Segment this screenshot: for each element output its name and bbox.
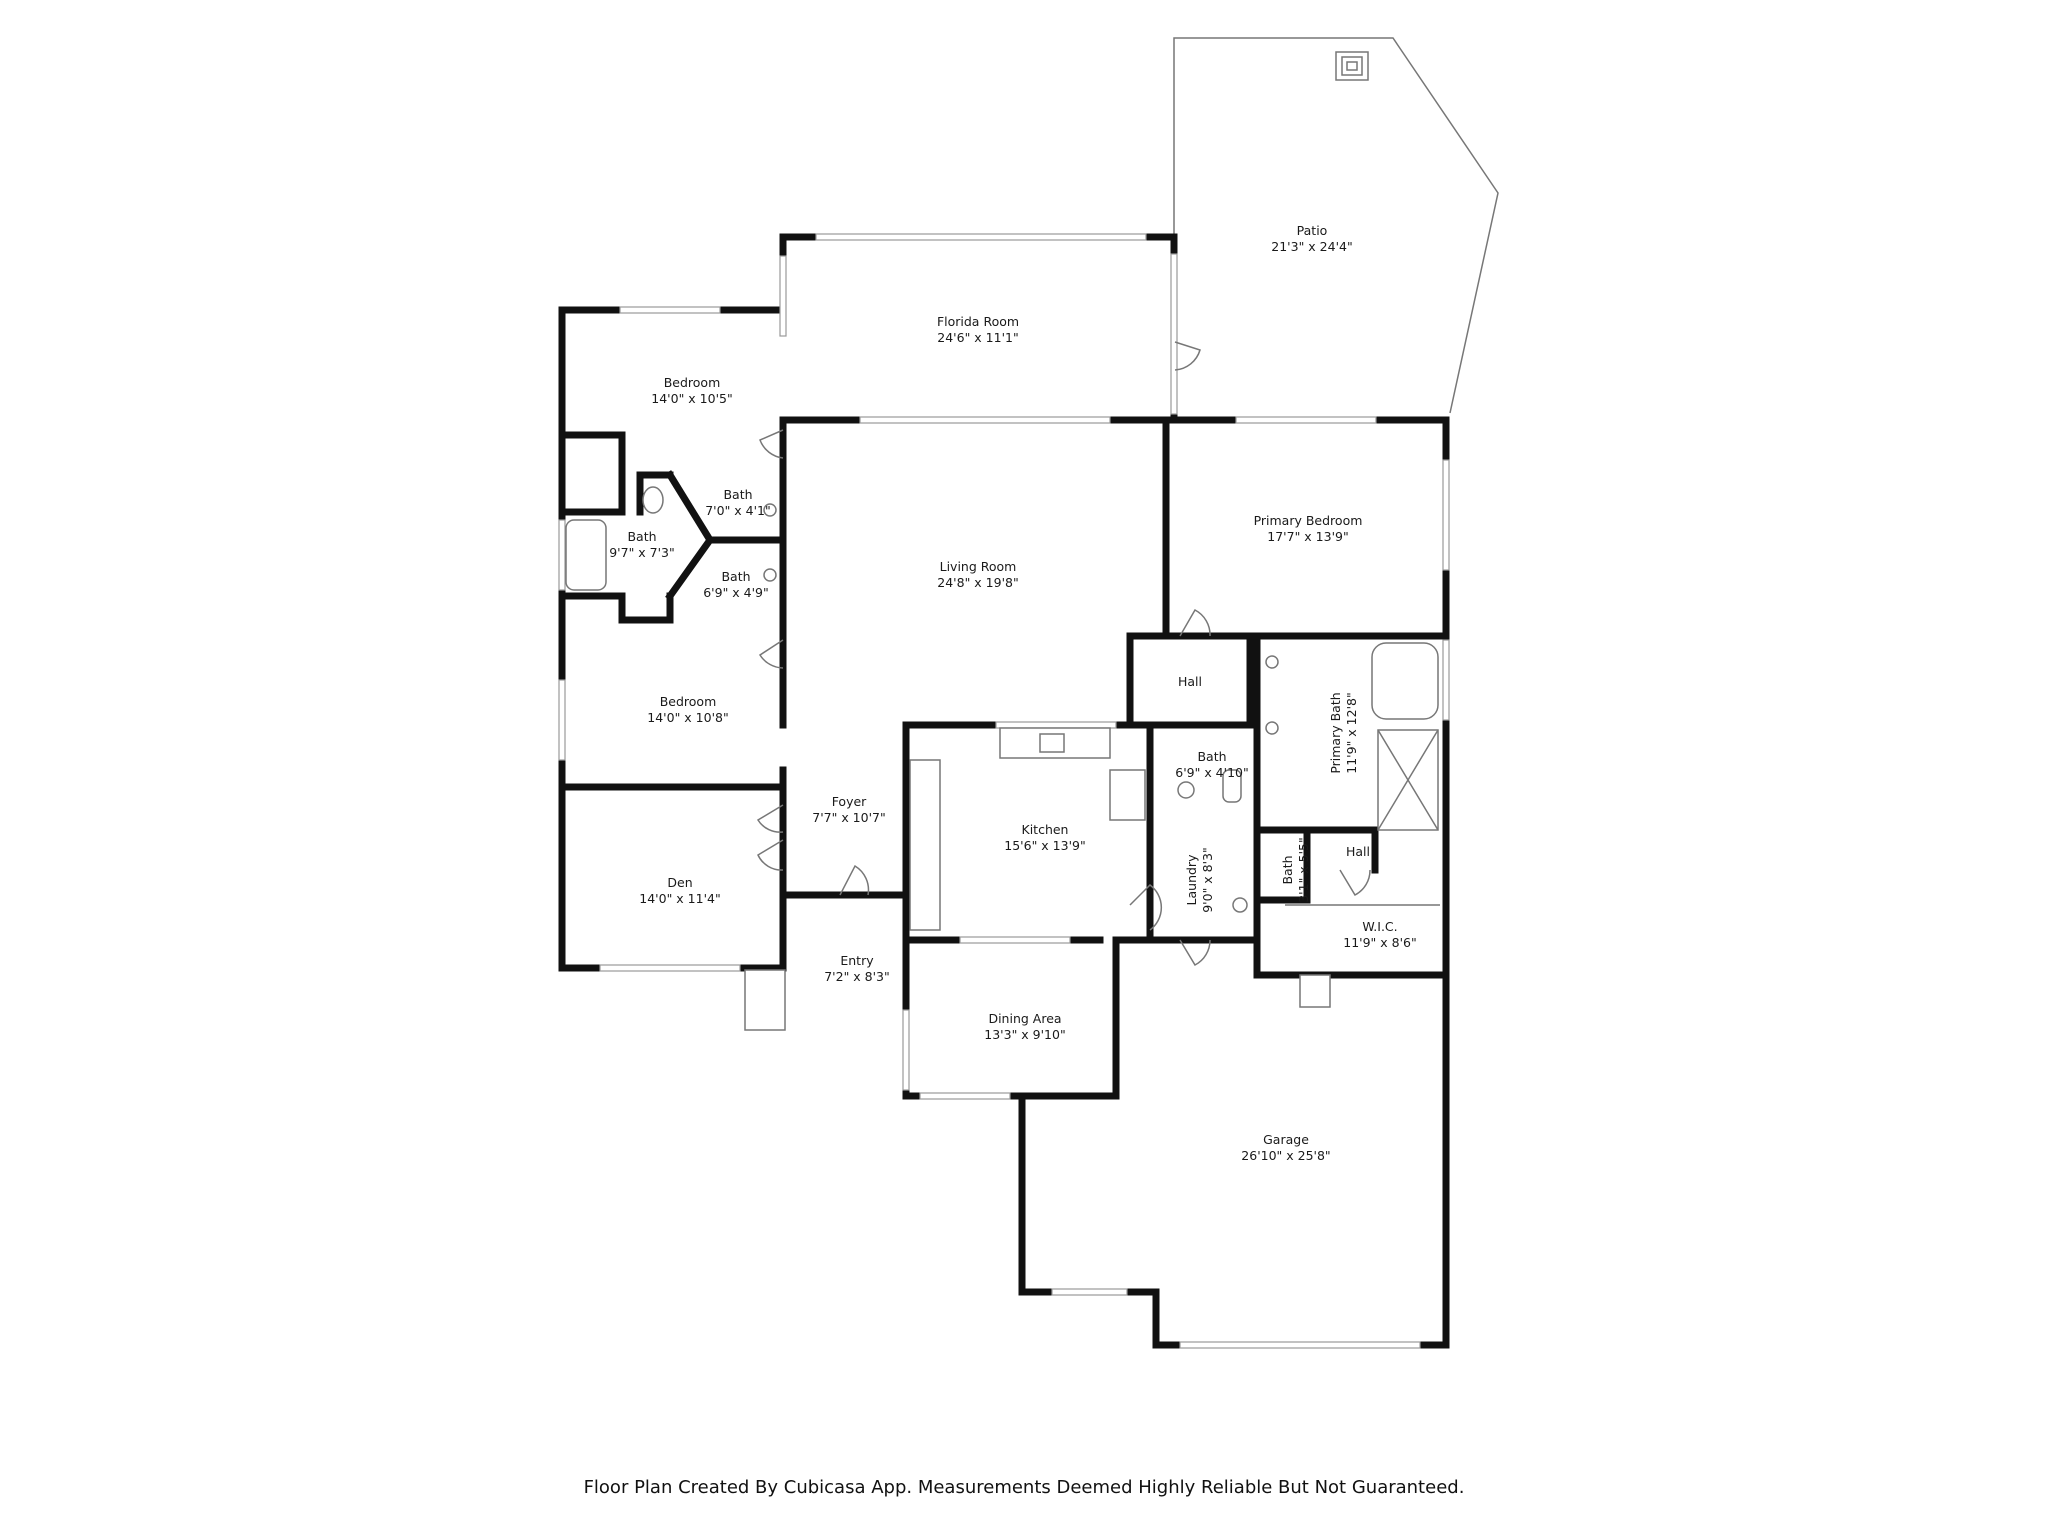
room-labels: Patio 21'3" x 24'4" Florida Room 24'6" x… [609,223,1417,1163]
bath-tiny-label: Bath 3'1" x 5'5" [1280,837,1311,903]
bath-hall-size: 6'9" x 4'10" [1175,765,1248,780]
wic-size: 11'9" x 8'6" [1343,935,1416,950]
primary-bedroom-size: 17'7" x 13'9" [1267,529,1348,544]
door-swings [756,341,1371,966]
bedroom-mid-size: 14'0" x 10'8" [647,710,728,725]
florida-room-size: 24'6" x 11'1" [937,330,1018,345]
bath-tiny-name: Bath [1280,855,1295,884]
bedroom-mid-name: Bedroom [660,694,717,709]
bedroom-top-size: 14'0" x 10'5" [651,391,732,406]
garage-name: Garage [1263,1132,1309,1147]
bath-small-top-size: 7'0" x 4'1" [705,503,771,518]
living-room-name: Living Room [940,559,1017,574]
hall-upper-name: Hall [1178,674,1202,689]
wic-name: W.I.C. [1362,919,1397,934]
dining-area-name: Dining Area [988,1011,1061,1026]
laundry-size: 9'0" x 8'3" [1200,847,1215,913]
primary-bedroom-name: Primary Bedroom [1254,513,1363,528]
bath-tub-size: 9'7" x 7'3" [609,545,675,560]
florida-room-name: Florida Room [937,314,1019,329]
garage-size: 26'10" x 25'8" [1241,1148,1330,1163]
den-name: Den [667,875,692,890]
bedroom-top-name: Bedroom [664,375,721,390]
bath-small-top-name: Bath [723,487,752,502]
primary-bath-name: Primary Bath [1328,692,1343,773]
kitchen-size: 15'6" x 13'9" [1004,838,1085,853]
bath-small-mid-size: 6'9" x 4'9" [703,585,769,600]
kitchen-name: Kitchen [1022,822,1069,837]
laundry-label: Laundry 9'0" x 8'3" [1184,847,1215,913]
primary-bath-size: 11'9" x 12'8" [1344,692,1359,773]
entry-name: Entry [840,953,874,968]
windows [558,233,1450,1349]
primary-bath-label: Primary Bath 11'9" x 12'8" [1328,692,1359,773]
den-size: 14'0" x 11'4" [639,891,720,906]
foyer-name: Foyer [832,794,867,809]
entry-size: 7'2" x 8'3" [824,969,890,984]
bath-small-mid-name: Bath [721,569,750,584]
hall-lower-name: Hall [1346,844,1370,859]
patio-name: Patio [1297,223,1328,238]
bath-tub-name: Bath [627,529,656,544]
living-room-size: 24'8" x 19'8" [937,575,1018,590]
bath-hall-name: Bath [1197,749,1226,764]
disclaimer-footer: Floor Plan Created By Cubicasa App. Meas… [583,1477,1465,1498]
laundry-name: Laundry [1184,854,1199,906]
bath-tiny-size: 3'1" x 5'5" [1296,837,1311,903]
patio-size: 21'3" x 24'4" [1271,239,1352,254]
patio-outline [1173,37,1499,414]
dining-area-size: 13'3" x 9'10" [984,1027,1065,1042]
foyer-size: 7'7" x 10'7" [812,810,885,825]
fixtures [565,486,1440,1031]
